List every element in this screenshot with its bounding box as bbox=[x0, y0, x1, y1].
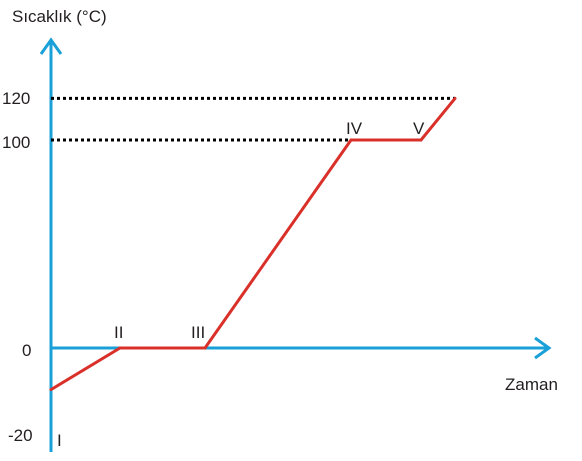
point-label-ii: II bbox=[114, 323, 123, 342]
reference-lines bbox=[51, 96, 455, 142]
series-segment-3 bbox=[203, 138, 353, 350]
y-tick-label-minus-20: -20 bbox=[8, 426, 33, 445]
series-layer bbox=[49, 96, 457, 392]
point-label-iv: IV bbox=[346, 119, 363, 138]
y-axis-title: Sıcaklık (°C) bbox=[12, 7, 107, 26]
point-label-iii: III bbox=[191, 323, 205, 342]
point-label-i: I bbox=[57, 431, 62, 450]
x-axis-title: Zaman bbox=[505, 375, 558, 394]
point-labels: I II III IV V bbox=[57, 119, 425, 450]
y-tick-label-0: 0 bbox=[22, 341, 31, 360]
series-segment-1 bbox=[49, 346, 122, 392]
y-axis-arrowhead bbox=[39, 37, 63, 55]
axes bbox=[39, 37, 552, 452]
x-axis-arrowhead bbox=[534, 336, 552, 360]
y-tick-label-120: 120 bbox=[2, 89, 30, 108]
point-label-v: V bbox=[413, 119, 425, 138]
y-tick-label-100: 100 bbox=[2, 133, 30, 152]
series-segment-5 bbox=[419, 96, 457, 142]
y-tick-labels: 120 100 0 -20 bbox=[2, 89, 33, 445]
